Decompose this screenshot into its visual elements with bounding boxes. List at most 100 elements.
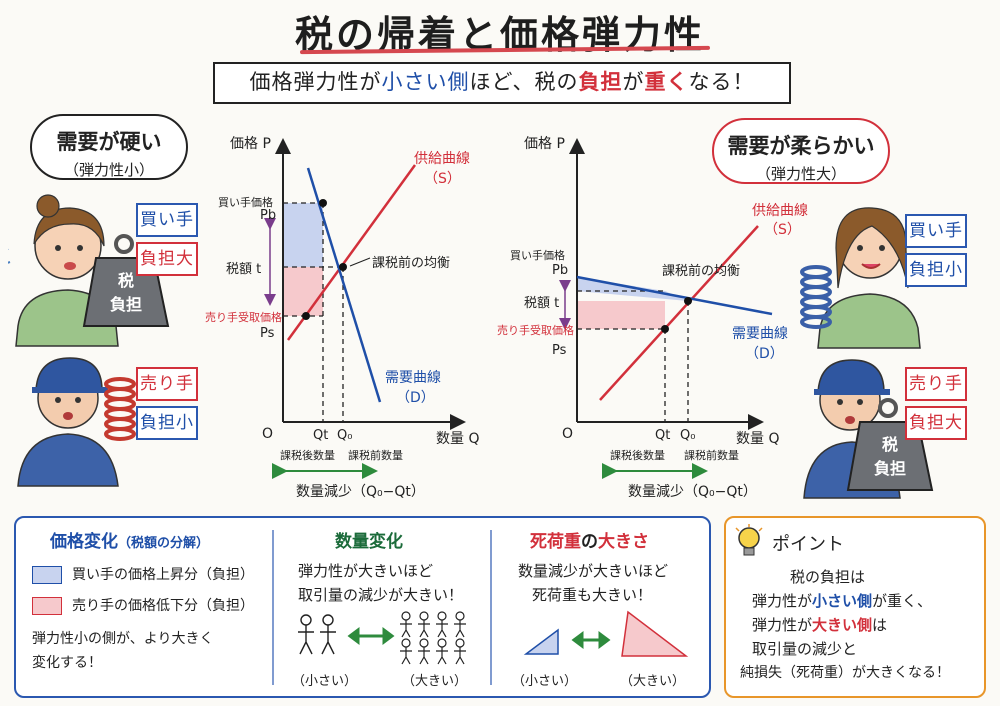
demand-curve bbox=[576, 275, 773, 316]
deadweight-title: 死荷重の大きさ bbox=[530, 532, 649, 552]
large-triangle bbox=[621, 610, 689, 657]
right-equilibrium-label: 課税前の均衡 bbox=[662, 264, 741, 279]
left-cloud-subtitle: （弾力性小） bbox=[63, 161, 154, 179]
legend-swatch-seller bbox=[32, 597, 62, 615]
right-seller-burden-tag: 負担大 bbox=[905, 406, 967, 440]
right-q0-label: Q₀ bbox=[680, 428, 696, 443]
quantity-text-line2: 取引量の減少が大きい！ bbox=[298, 586, 464, 604]
buyer-woman-figure-right bbox=[817, 207, 921, 349]
left-demand-d: （D） bbox=[396, 390, 435, 406]
right-buyer-tag: 買い手 bbox=[905, 214, 967, 248]
demand-curve bbox=[306, 167, 382, 403]
spring-icon-right bbox=[800, 265, 832, 329]
right-buyer-price-label: 買い手価格 bbox=[510, 249, 565, 262]
right-characters-illustration: 税 負担 bbox=[800, 207, 934, 499]
left-qt-label: Qt bbox=[313, 428, 329, 443]
left-tax-incidence-chart bbox=[264, 138, 466, 479]
left-cloud-bubble: 需要が硬い （弾力性小） bbox=[30, 114, 188, 180]
left-characters-illustration: 税 負担 bbox=[8, 194, 170, 487]
left-y-axis-label: 価格 P bbox=[230, 136, 271, 152]
left-buyer-burden-tag: 負担大 bbox=[136, 242, 198, 276]
svg-text:税: 税 bbox=[118, 271, 134, 290]
banner-text-small-side: 小さい側 bbox=[381, 70, 470, 94]
quantity-change-title: 数量変化 bbox=[335, 532, 403, 552]
right-buyer-burden-tag: 負担小 bbox=[905, 253, 967, 287]
right-tax-label: 税額 t bbox=[524, 296, 560, 311]
quantity-small-label: （小さい） bbox=[292, 674, 358, 689]
right-demand-label: 需要曲線 bbox=[732, 326, 788, 342]
seller-burden-area bbox=[283, 267, 323, 316]
point-box bbox=[724, 516, 986, 698]
right-seller-tag: 売り手 bbox=[905, 367, 967, 401]
summary-banner: 価格弾力性が小さい側ほど、税の負担が重くなる！ bbox=[213, 62, 791, 104]
person-icon bbox=[298, 614, 314, 655]
banner-text-heavy: 重く bbox=[644, 70, 689, 94]
right-supply-label: 供給曲線 bbox=[752, 203, 808, 219]
right-y-axis-label: 価格 P bbox=[524, 136, 565, 152]
panel-divider bbox=[272, 530, 274, 685]
lightbulb-icon bbox=[735, 524, 763, 556]
banner-text: ほど、税の bbox=[469, 70, 579, 94]
point-line1: 税の負担は bbox=[790, 568, 866, 586]
spring-icon-left bbox=[104, 377, 136, 441]
buyer-burden-area bbox=[283, 203, 323, 267]
seller-burden-area bbox=[577, 301, 665, 329]
price-note-line1: 弾力性小の側が、より大きく bbox=[32, 631, 214, 647]
deadweight-small-label: （小さい） bbox=[512, 674, 578, 689]
banner-text: が bbox=[622, 70, 645, 94]
right-cloud-subtitle: （弾力性大） bbox=[755, 165, 846, 183]
right-origin: O bbox=[562, 426, 574, 442]
right-after-qty-label: 課税後数量 bbox=[610, 449, 665, 462]
svg-text:税: 税 bbox=[882, 435, 898, 454]
point-title: ポイント bbox=[772, 534, 844, 555]
left-origin: O bbox=[262, 426, 274, 442]
banner-text-burden: 負担 bbox=[578, 70, 623, 94]
right-x-axis-label: 数量 Q bbox=[736, 431, 780, 447]
supply-curve bbox=[286, 164, 417, 341]
svg-text:負担: 負担 bbox=[110, 295, 142, 314]
left-buyer-price-label: 買い手価格 bbox=[218, 196, 273, 209]
small-triangle bbox=[523, 628, 559, 655]
quantity-people-icons bbox=[298, 611, 466, 665]
left-after-qty-label: 課税後数量 bbox=[280, 449, 335, 462]
seller-man-figure bbox=[17, 357, 119, 487]
right-reduction-label: 数量減少（Q₀−Qt） bbox=[628, 484, 757, 500]
left-demand-label: 需要曲線 bbox=[385, 370, 441, 386]
right-pb-label: Pb bbox=[552, 263, 569, 278]
deadweight-large-label: （大きい） bbox=[620, 674, 686, 689]
right-tax-incidence-chart bbox=[559, 138, 773, 479]
person-icon bbox=[320, 614, 336, 655]
left-x-axis-label: 数量 Q bbox=[436, 431, 480, 447]
left-seller-burden-tag: 負担小 bbox=[136, 406, 198, 440]
panel-divider bbox=[490, 530, 492, 685]
left-q0-label: Q₀ bbox=[337, 428, 353, 443]
quantity-large-label: （大きい） bbox=[402, 674, 468, 689]
point-line3: 弾力性が大きい側は bbox=[752, 616, 888, 634]
supply-curve bbox=[599, 225, 759, 401]
point-line2: 弾力性が小さい側が重く、 bbox=[752, 592, 933, 610]
point-line5: 純損失（死荷重）が大きくなる！ bbox=[740, 665, 950, 681]
left-buyer-tag: 買い手 bbox=[136, 203, 198, 237]
left-supply-label: 供給曲線 bbox=[414, 151, 470, 167]
svg-text:負担: 負担 bbox=[874, 459, 906, 478]
right-before-qty-label: 課税前数量 bbox=[684, 449, 739, 462]
left-seller-price-label: 売り手受取価格 bbox=[205, 311, 282, 324]
deadweight-text-line2: 死荷重も大きい！ bbox=[532, 586, 653, 604]
bottom-summary-panel bbox=[14, 516, 711, 698]
quantity-text-line1: 弾力性が大きいほど bbox=[298, 562, 434, 580]
left-cloud-title: 需要が硬い bbox=[56, 130, 162, 154]
right-qt-label: Qt bbox=[655, 428, 671, 443]
left-equilibrium-label: 課税前の均衡 bbox=[372, 256, 451, 271]
left-supply-s: （S） bbox=[424, 171, 461, 187]
right-demand-d: （D） bbox=[745, 346, 784, 362]
legend-swatch-buyer bbox=[32, 566, 62, 584]
banner-text: なる！ bbox=[688, 70, 755, 94]
legend-buyer-text: 買い手の価格上昇分（負担） bbox=[72, 567, 254, 583]
left-ps-label: Ps bbox=[260, 326, 275, 341]
right-cloud-bubble: 需要が柔らかい （弾力性大） bbox=[712, 118, 890, 184]
banner-text: 価格弾力性が bbox=[249, 70, 382, 94]
right-cloud-title: 需要が柔らかい bbox=[727, 134, 875, 158]
deadweight-triangles bbox=[523, 610, 689, 657]
price-note-line2: 変化する！ bbox=[32, 655, 102, 671]
legend-seller-text: 売り手の価格低下分（負担） bbox=[72, 598, 254, 614]
